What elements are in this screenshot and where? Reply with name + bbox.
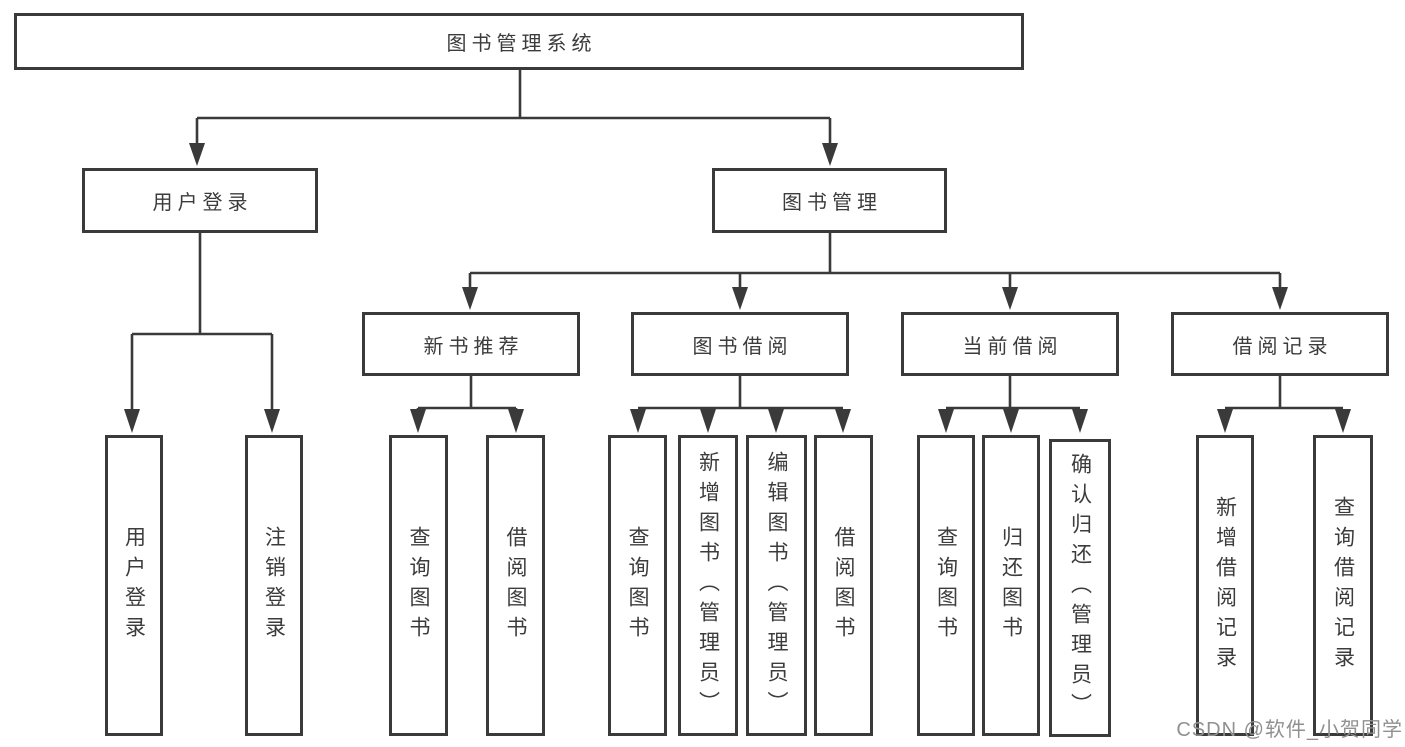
node-label: 确认归还（管理员） — [1068, 453, 1092, 723]
node-label: 借阅图书 — [832, 525, 855, 646]
leaf-query-books-2: 查询图书 — [608, 435, 667, 736]
node-book-management-branch: 图书管理 — [712, 168, 947, 233]
node-borrowing-records: 借阅记录 — [1171, 312, 1389, 376]
leaf-borrow-books-2: 借阅图书 — [814, 435, 873, 736]
leaf-confirm-return-admin: 确认归还（管理员） — [1049, 439, 1111, 737]
node-library-management-system: 图书管理系统 — [14, 13, 1024, 70]
leaf-query-books-1: 查询图书 — [389, 435, 448, 736]
csdn-watermark: CSDN @软件_小贺同学 — [1176, 719, 1403, 741]
node-current-borrowing: 当前借阅 — [901, 312, 1119, 376]
node-label: 借阅图书 — [504, 525, 527, 646]
node-user-login-branch: 用户登录 — [82, 168, 318, 233]
node-label: 查询图书 — [407, 525, 430, 646]
node-label: 归还图书 — [999, 525, 1023, 646]
node-label: 编辑图书（管理员） — [765, 450, 788, 721]
node-label: 新书推荐 — [423, 335, 524, 358]
leaf-add-borrow-record: 新增借阅记录 — [1196, 435, 1254, 736]
node-label: 当前借阅 — [962, 335, 1063, 358]
node-label: 借阅记录 — [1232, 335, 1333, 358]
arrowheads — [124, 143, 1351, 433]
node-label: 查询图书 — [626, 525, 649, 646]
node-label: 图书管理系统 — [446, 33, 597, 55]
node-book-borrowing: 图书借阅 — [631, 312, 849, 376]
node-label: 注销登录 — [262, 525, 286, 646]
node-label: 新增借阅记录 — [1213, 495, 1237, 676]
node-new-book-recommend: 新书推荐 — [362, 312, 580, 376]
node-label: 查询图书 — [934, 525, 958, 646]
node-label: 图书借阅 — [692, 335, 793, 358]
node-label: 用户登录 — [122, 525, 146, 646]
node-label: 图书管理 — [782, 192, 882, 214]
leaf-logout: 注销登录 — [245, 435, 303, 736]
node-label: 用户登录 — [152, 192, 253, 214]
node-label: 查询借阅记录 — [1331, 495, 1355, 676]
node-label: 新增图书（管理员） — [696, 450, 720, 721]
leaf-query-books-3: 查询图书 — [917, 435, 975, 736]
leaf-borrow-books-1: 借阅图书 — [486, 435, 545, 736]
leaf-user-login: 用户登录 — [105, 435, 163, 736]
leaf-edit-book-admin: 编辑图书（管理员） — [746, 435, 807, 736]
leaf-query-borrow-record: 查询借阅记录 — [1313, 435, 1373, 736]
leaf-return-book: 归还图书 — [982, 435, 1040, 736]
leaf-add-book-admin: 新增图书（管理员） — [678, 435, 738, 736]
